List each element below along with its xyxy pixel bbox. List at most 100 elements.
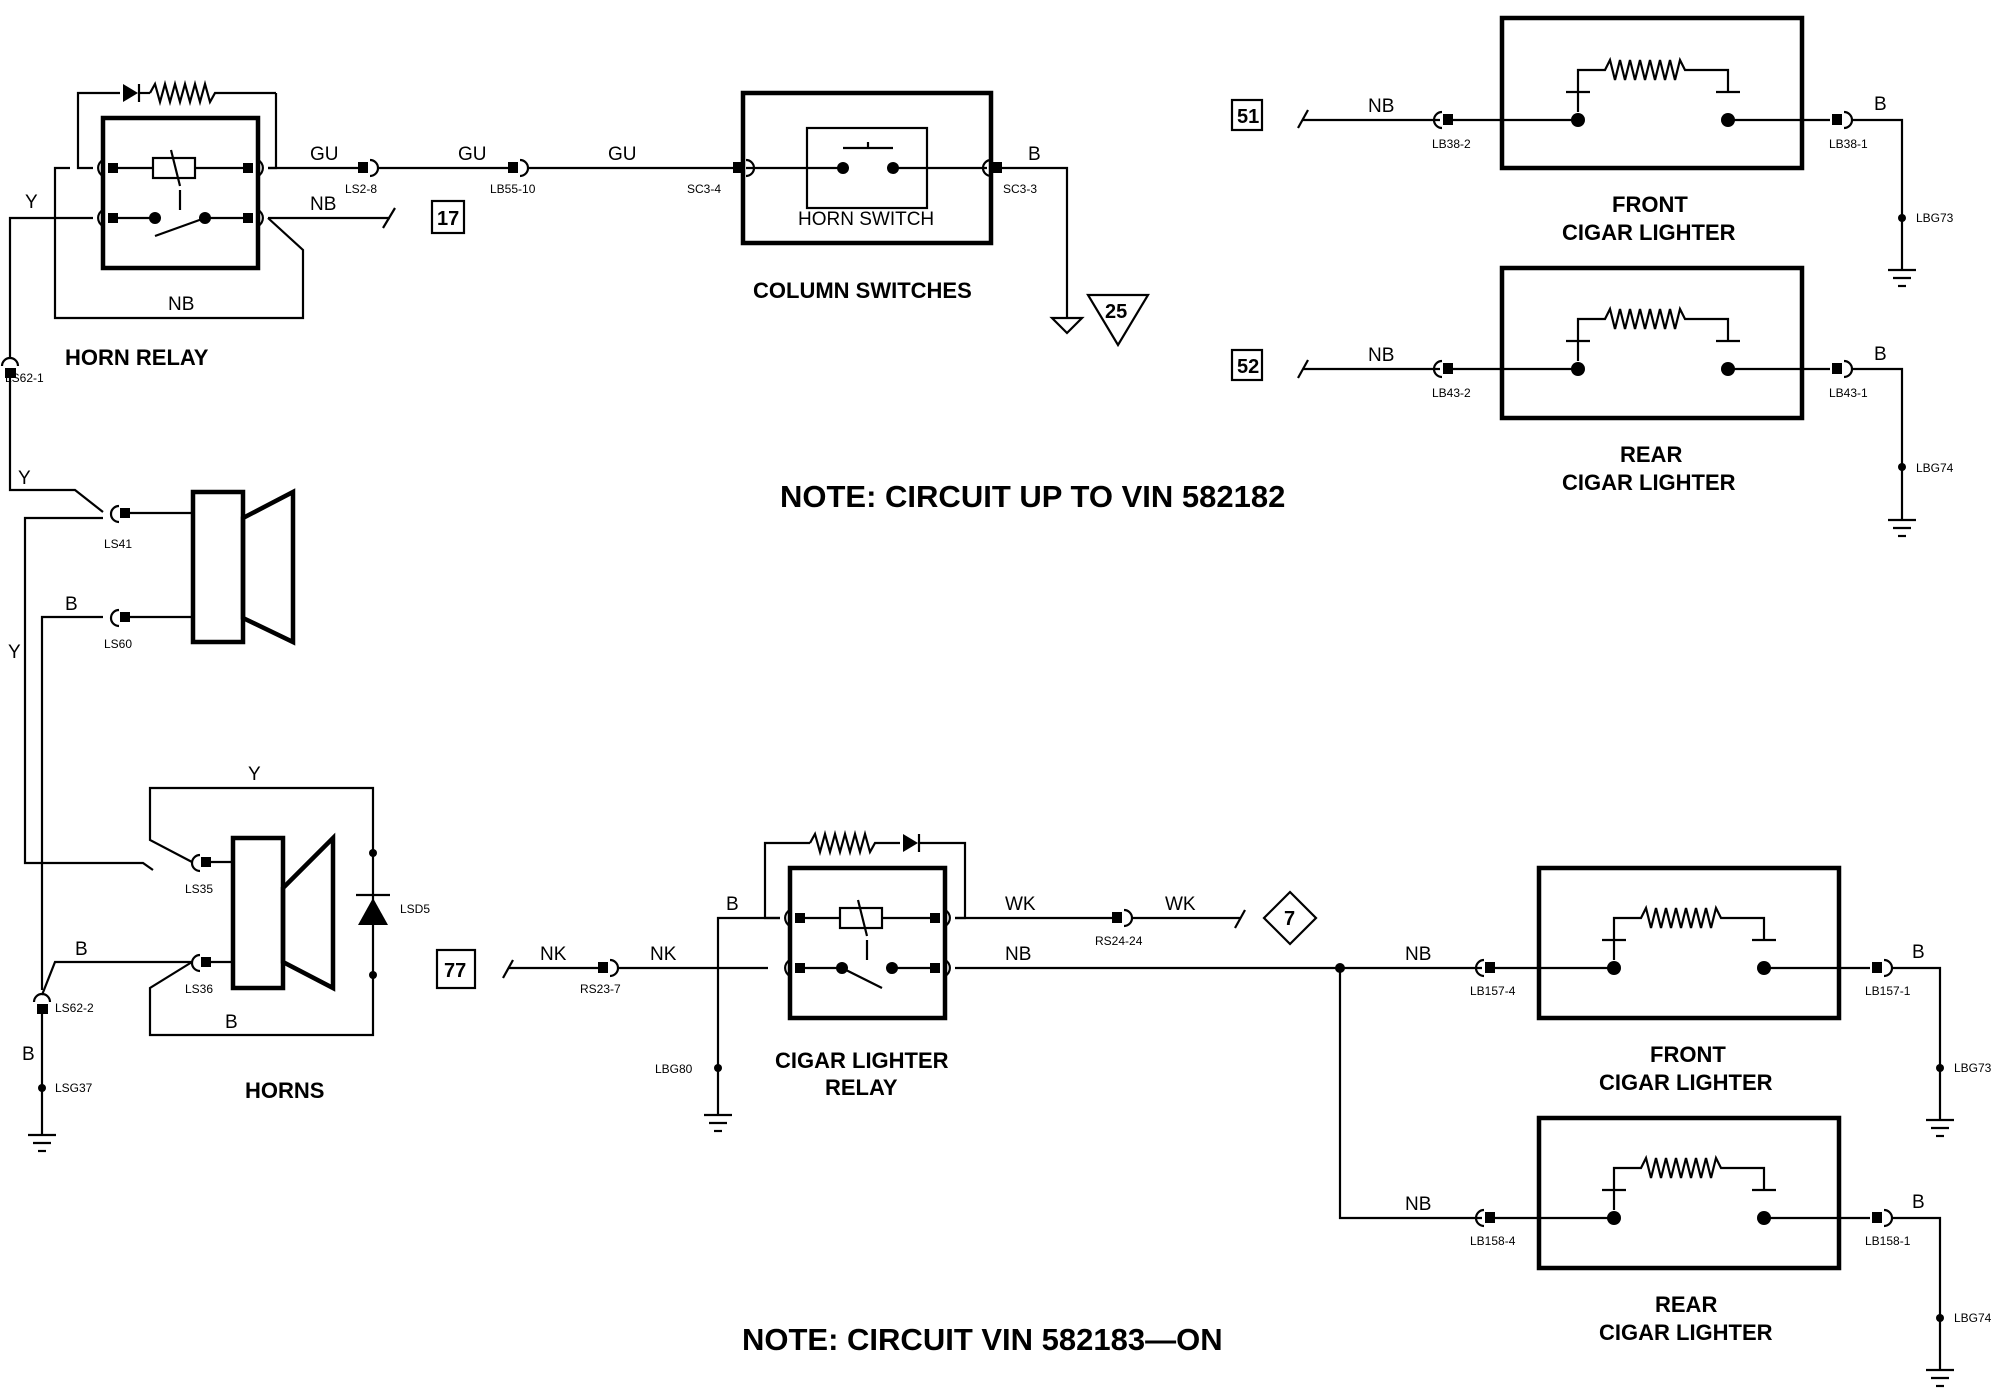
ref-52-box [1230, 348, 1264, 382]
wire-label: NB [1405, 1194, 1431, 1215]
ref-77: 77 [444, 960, 466, 982]
ground-icon [28, 1133, 56, 1153]
wire-label: B [726, 894, 739, 915]
ref-51-box [1230, 98, 1264, 132]
front-lighter-title2-line1: FRONT [1650, 1042, 1726, 1067]
relay-nb-feed: NB 17 [268, 194, 466, 235]
ref-52: 52 [1237, 356, 1259, 378]
wire-label: NK [650, 944, 677, 965]
pin-label: LS60 [104, 637, 132, 651]
ground-icon [1926, 1368, 1954, 1388]
pin-label: LB43-2 [1432, 386, 1471, 400]
ref-25-triangle [1086, 293, 1150, 348]
ground-icon [704, 1113, 732, 1133]
rear-lighter-title2-line2: CIGAR LIGHTER [1599, 1320, 1773, 1345]
horn-upper-bell [240, 488, 296, 646]
pin-label: LBG74 [1916, 461, 1954, 475]
pin-label: LB158-4 [1470, 1234, 1516, 1248]
pin-label: LBG74 [1954, 1311, 1992, 1325]
pin-label: SC3-4 [687, 182, 721, 196]
pin-label: LBG73 [1916, 211, 1954, 225]
pin-label: LSD5 [400, 902, 430, 916]
wire-label: NB [1405, 944, 1431, 965]
cigar-lighter-relay-circuit: 77 NK RS23-7 NK B [435, 829, 1482, 1220]
ref-7-diamond [1262, 890, 1318, 946]
wire-label: B [1874, 344, 1887, 365]
rear-lighter-title-line1: REAR [1620, 442, 1682, 467]
horn-relay-title: HORN RELAY [65, 345, 209, 370]
horn-relay: NB HORN RELAY [53, 79, 305, 370]
wire-label: NB [310, 194, 336, 215]
note-lower: NOTE: CIRCUIT VIN 582183—ON [742, 1322, 1223, 1357]
horn-y-feed: Y LS62-1 Y LS41 Y LS60 B LS35 Y B [0, 192, 430, 1153]
pin-label: LB157-4 [1470, 984, 1516, 998]
pin-label: LB43-1 [1829, 386, 1868, 400]
wire-label: B [75, 939, 88, 960]
wire-label: B [1028, 144, 1041, 165]
wire-label: GU [608, 144, 637, 165]
wire-label: B [22, 1044, 35, 1065]
wire-label: B [1874, 94, 1887, 115]
ref-25: 25 [1105, 301, 1127, 323]
wire-label: NB [1368, 96, 1394, 117]
ref-51: 51 [1237, 106, 1259, 128]
ref-17-box [430, 199, 466, 235]
horn-relay-box [100, 115, 261, 271]
pin-label: LS36 [185, 982, 213, 996]
wire-label: GU [310, 144, 339, 165]
cigar-relay-title-line2: RELAY [825, 1075, 898, 1100]
pin-label: LB55-10 [490, 182, 536, 196]
wire-label: B [1912, 1192, 1925, 1213]
front-lighter-box-lower [1536, 865, 1842, 1021]
wire-label: WK [1005, 894, 1036, 915]
rear-lighter-box-upper [1499, 265, 1805, 421]
ref-17: 17 [437, 208, 459, 230]
pin-label: LB38-2 [1432, 137, 1471, 151]
pin-label: SC3-3 [1003, 182, 1037, 196]
pin-label: LS62-2 [55, 1001, 94, 1015]
pin-label: LB158-1 [1865, 1234, 1911, 1248]
wire-label: B [65, 594, 78, 615]
horn-switch-label: HORN SWITCH [798, 209, 934, 230]
horn-switch-circuit: GU LS2-8 GU LB55-10 GU SC3-4 HORN SWITCH… [268, 90, 1150, 348]
ground-icon [1888, 518, 1916, 538]
front-cigar-lighter-upper: 51 NB LB38-2 B LB38-1 LBG73 FRONT CIGAR … [1230, 15, 1954, 288]
rear-cigar-lighter-lower: LB158-4 B LB158-1 LBG74 REAR CIGAR LIGHT… [1470, 1115, 1992, 1388]
front-lighter-box-upper [1499, 15, 1805, 171]
rear-cigar-lighter-upper: 52 NB LB43-2 B LB43-1 LBG74 REAR CIGAR L… [1230, 265, 1954, 538]
wire-label: Y [8, 642, 21, 663]
column-switches-title: COLUMN SWITCHES [753, 278, 972, 303]
ground-icon [1888, 268, 1916, 288]
rear-lighter-title-line2: CIGAR LIGHTER [1562, 470, 1736, 495]
pin-label: LBG73 [1954, 1061, 1992, 1075]
wire-label: Y [25, 192, 38, 213]
wire-label: NB [168, 294, 194, 315]
front-lighter-title-line1: FRONT [1612, 192, 1688, 217]
front-cigar-lighter-lower: LB157-4 B LB157-1 LBG73 FRONT CIGAR LIGH… [1470, 865, 1992, 1138]
horn-upper-body [190, 489, 246, 645]
note-upper: NOTE: CIRCUIT UP TO VIN 582182 [780, 479, 1285, 514]
pin-label: RS23-7 [580, 982, 621, 996]
wire-label: Y [248, 764, 261, 785]
pin-label: LBG80 [655, 1062, 693, 1076]
cigar-relay-title-line1: CIGAR LIGHTER [775, 1048, 949, 1073]
wire-label: NB [1368, 345, 1394, 366]
wire-label: Y [18, 468, 31, 489]
pin-label: LSG37 [55, 1081, 93, 1095]
wire-label: B [1912, 942, 1925, 963]
horn-lower-body [230, 835, 286, 991]
pin-label: RS24-24 [1095, 934, 1143, 948]
ground-arrow [1049, 316, 1085, 335]
pin-label: LS35 [185, 882, 213, 896]
wire-label: B [225, 1012, 238, 1033]
wire-label: NK [540, 944, 567, 965]
pin-label: LB157-1 [1865, 984, 1911, 998]
rear-lighter-box-lower [1536, 1115, 1842, 1271]
diode-lsd5 [358, 898, 388, 925]
wire-label: WK [1165, 894, 1196, 915]
column-switches-box [740, 90, 994, 246]
pin-label: LS62-1 [5, 371, 44, 385]
rear-lighter-title2-line1: REAR [1655, 1292, 1717, 1317]
wire-label: NB [1005, 944, 1031, 965]
